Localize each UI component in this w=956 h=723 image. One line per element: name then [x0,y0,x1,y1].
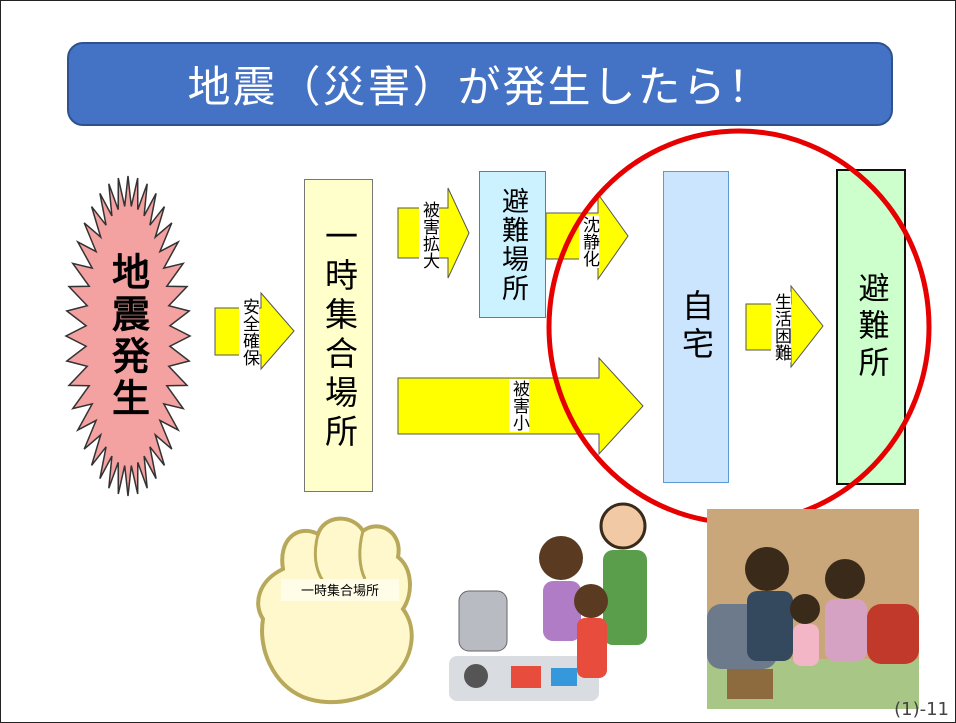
child-head-icon [790,594,820,624]
hand-sign-label: 一時集合場所 [301,583,379,599]
arrow-safety-label: 安全確保 [239,297,259,367]
hand-finger-lines [313,530,367,582]
mother-body-icon [543,581,581,641]
earthquake-label: 地震発生 [105,252,150,420]
child-head-icon [574,584,608,618]
child-body-icon [577,618,607,678]
arrow-damage-spread-label-box: 被害拡大 [409,189,449,281]
temporary-area-label: 一時集合場所 [319,218,359,453]
shelter-area-box: 避難場所 [479,171,546,318]
temporary-area-box: 一時集合場所 [304,179,373,492]
hand-shape [256,516,414,705]
home-box: 自宅 [663,171,729,483]
earthquake-burst [64,175,192,497]
child-body-icon [793,624,819,666]
earthquake-label-box: 地震発生 [98,216,158,456]
arrow-calm-label: 沈静化 [579,214,599,268]
radio-icon [464,664,488,688]
father-body-icon [747,591,793,661]
shelter-box: 避難所 [836,169,906,485]
title-banner: 地震（災害）が発生したら！ [67,42,893,126]
hand-sign-label-bg [281,579,399,601]
title-text: 地震（災害）が発生したら！ [187,63,773,113]
water-bottle-icon [551,668,577,686]
father-head-icon [745,547,789,591]
home-label: 自宅 [677,289,715,365]
mother-head-icon [539,536,583,580]
backpack-icon [458,590,508,652]
arrow-calm-label-box: 沈静化 [569,207,609,275]
page-number: (1)-11 [894,699,949,720]
arrow-damage-small-label-box: 被害小 [499,367,539,443]
father-body-icon [603,550,647,645]
mother-head-icon [825,559,865,599]
blanket-right-icon [867,604,919,664]
arrow-damage-spread-label: 被害拡大 [419,200,439,270]
arrow-hard-living-label-box: 生活困難 [761,281,801,373]
arrow-damage-small-label: 被害小 [509,378,529,432]
shelter-family-illustration [707,509,919,709]
first-aid-icon [511,666,541,688]
mother-body-icon [825,599,867,661]
shelter-area-label: 避難場所 [497,186,528,303]
box-icon [727,669,773,699]
arrow-safety-label-box: 安全確保 [229,289,269,375]
family-supplies-illustration [449,502,647,701]
burst-shape [64,175,192,497]
father-head-icon [599,502,647,550]
shelter-label: 避難所 [852,271,889,383]
hand-sign-illustration: 一時集合場所 [256,516,414,705]
arrow-hard-living-label: 生活困難 [771,292,791,362]
